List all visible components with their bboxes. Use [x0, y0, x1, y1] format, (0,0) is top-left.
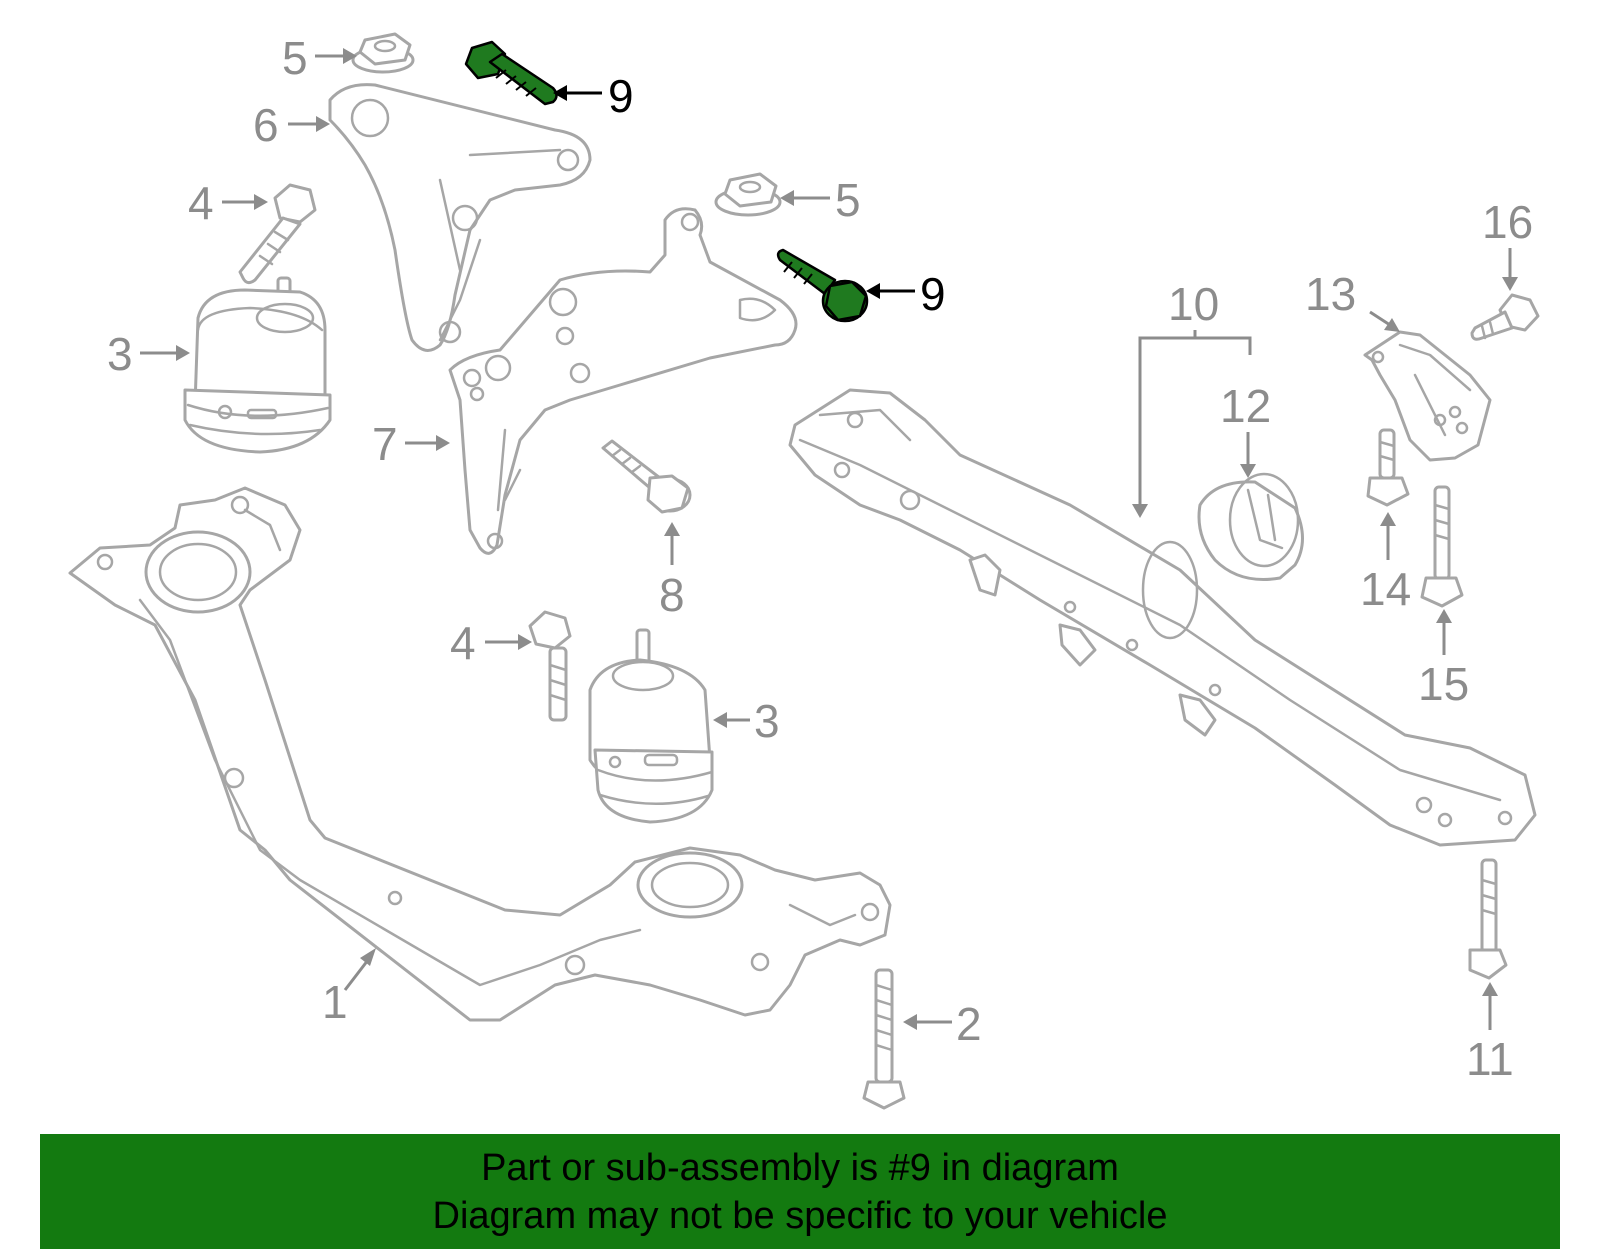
callout-15: 15 [1418, 658, 1469, 710]
part-15-bolt [1420, 485, 1464, 608]
callout-2: 2 [956, 998, 982, 1050]
callout-5-middle: 5 [835, 174, 861, 226]
callout-9-middle: 9 [920, 268, 946, 320]
callout-6: 6 [253, 99, 279, 151]
part-14-bolt [1366, 428, 1410, 507]
callout-3-left: 3 [107, 328, 133, 380]
callout-3-center: 3 [754, 695, 780, 747]
callout-12: 12 [1220, 380, 1271, 432]
part-3-mount-center [588, 628, 714, 824]
part-5-nut-middle [714, 172, 782, 217]
part-12-bushing [1197, 472, 1304, 582]
callout-14: 14 [1360, 563, 1411, 615]
part-9-bolt-top [464, 40, 558, 106]
part-13-bracket [1363, 330, 1492, 462]
callout-11: 11 [1466, 1033, 1514, 1085]
callout-8: 8 [659, 569, 685, 621]
part-16-bolt [1470, 293, 1540, 341]
part-1-crossmember [68, 486, 892, 1022]
part-4-bolt-center [528, 610, 572, 722]
callout-1: 1 [322, 976, 348, 1028]
part-11-bolt [1468, 858, 1508, 980]
banner-line-part: Part or sub-assembly is #9 in diagram [481, 1146, 1119, 1189]
callout-9-top: 9 [608, 70, 634, 122]
part-2-bolt [862, 968, 906, 1110]
part-10-transmission-crossmember [788, 388, 1537, 847]
part-4-bolt-upper [238, 183, 317, 285]
callout-10: 10 [1168, 278, 1219, 330]
callout-13: 13 [1305, 268, 1356, 320]
callout-leaders [140, 48, 1518, 1030]
part-5-nut-top [351, 32, 415, 74]
callout-4-upper: 4 [188, 177, 214, 229]
part-6-bracket [328, 83, 592, 352]
part-8-bolt [601, 439, 692, 514]
part-3-mount-left [183, 276, 332, 454]
callout-numbers: 1 2 3 3 4 4 5 5 6 7 8 9 9 10 11 12 13 14… [107, 32, 1533, 1085]
callout-7: 7 [372, 418, 398, 470]
callout-16: 16 [1482, 196, 1533, 248]
callout-4-center: 4 [450, 617, 476, 669]
part-7-bracket [448, 207, 798, 555]
callout-5-top: 5 [282, 32, 308, 84]
info-banner: Part or sub-assembly is #9 in diagram Di… [40, 1134, 1560, 1249]
banner-line-disclaimer: Diagram may not be specific to your vehi… [432, 1194, 1168, 1237]
part-9-bolt-middle [776, 248, 869, 323]
